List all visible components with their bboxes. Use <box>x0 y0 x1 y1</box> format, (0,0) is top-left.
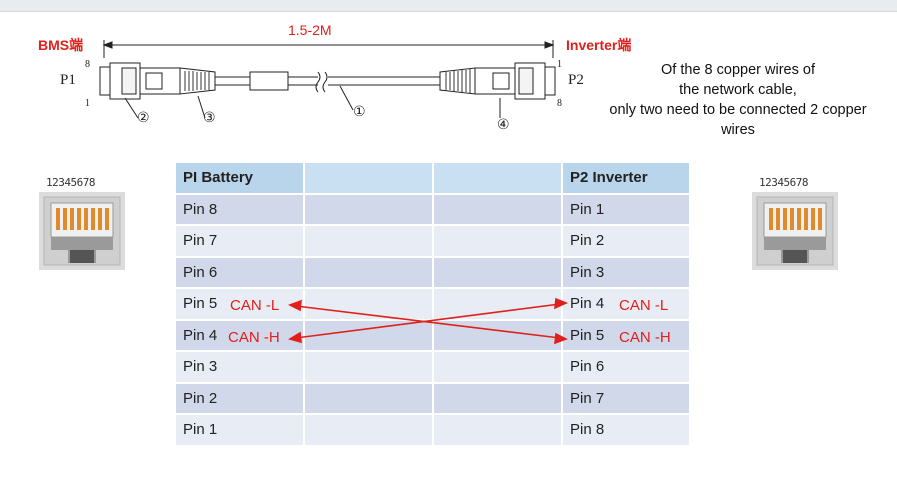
blank-cell <box>434 320 563 352</box>
blank-cell <box>305 257 434 289</box>
cable-diagram <box>99 40 556 119</box>
header-blank-2 <box>434 163 563 195</box>
right-pin-top: 1 <box>557 59 562 70</box>
p2-pin-cell: Pin 6 <box>563 352 691 384</box>
blank-cell <box>434 194 563 226</box>
window-top-bar <box>0 0 897 12</box>
p1-pin-cell: Pin 4 <box>176 320 305 352</box>
blank-cell <box>305 226 434 258</box>
pin-mapping-table: PI Battery P2 Inverter Pin 8 Pin 1 Pin 7… <box>176 163 691 447</box>
p2-pin-cell: Pin 2 <box>563 226 691 258</box>
blank-cell <box>305 194 434 226</box>
table-header-row: PI Battery P2 Inverter <box>176 163 691 195</box>
p1-pin-cell: Pin 1 <box>176 415 305 447</box>
blank-cell <box>305 352 434 384</box>
note-line-2: the network cable, <box>679 82 797 98</box>
callout-1: ① <box>353 104 366 120</box>
table-row: Pin 7 Pin 2 <box>176 226 691 258</box>
header-battery: PI Battery <box>176 163 305 195</box>
header-inverter: P2 Inverter <box>563 163 691 195</box>
inverter-end-label: Inverter端 <box>566 37 632 53</box>
blank-cell <box>434 226 563 258</box>
left-pin-top: 8 <box>85 59 90 70</box>
blank-cell <box>434 352 563 384</box>
p1-pin-cell: Pin 7 <box>176 226 305 258</box>
callout-4: ④ <box>497 117 510 133</box>
cable-body <box>215 71 440 93</box>
right-can-low-label: CAN -L <box>619 297 669 314</box>
p1-pin-cell: Pin 2 <box>176 383 305 415</box>
left-rj45-jack-icon <box>39 192 125 270</box>
right-can-high-label: CAN -H <box>619 329 671 346</box>
right-jack-pin-numbers: 12345678 <box>759 176 808 189</box>
right-connector <box>439 62 556 100</box>
table-row: Pin 3 Pin 6 <box>176 352 691 384</box>
p2-label: P2 <box>568 72 584 88</box>
p2-pin-cell: Pin 8 <box>563 415 691 447</box>
note-line-3: only two need to be connected 2 copper <box>609 102 867 118</box>
left-connector <box>99 62 216 100</box>
blank-cell <box>434 289 563 321</box>
wiring-note: Of the 8 copper wires of the network cab… <box>580 60 896 140</box>
header-blank-1 <box>305 163 434 195</box>
callout-3: ③ <box>203 110 216 126</box>
p2-pin-cell: Pin 1 <box>563 194 691 226</box>
left-can-low-label: CAN -L <box>230 297 280 314</box>
callout-leaders <box>124 85 501 119</box>
right-rj45-jack-icon <box>752 192 838 270</box>
table-row: Pin 2 Pin 7 <box>176 383 691 415</box>
p2-pin-cell: Pin 7 <box>563 383 691 415</box>
p2-pin-cell: Pin 3 <box>563 257 691 289</box>
left-pin-bottom: 1 <box>85 98 90 109</box>
blank-cell <box>305 320 434 352</box>
bms-end-label: BMS端 <box>38 37 84 53</box>
cable-length-label: 1.5-2M <box>288 22 332 38</box>
table-row: Pin 8 Pin 1 <box>176 194 691 226</box>
left-jack-pin-numbers: 12345678 <box>46 176 95 189</box>
p1-pin-cell: Pin 3 <box>176 352 305 384</box>
right-pin-bottom: 8 <box>557 98 562 109</box>
note-line-1: Of the 8 copper wires of <box>661 62 815 78</box>
note-line-4: wires <box>721 122 755 138</box>
blank-cell <box>434 383 563 415</box>
blank-cell <box>434 415 563 447</box>
p1-pin-cell: Pin 8 <box>176 194 305 226</box>
p1-pin-cell: Pin 5 <box>176 289 305 321</box>
blank-cell <box>434 257 563 289</box>
p1-pin-cell: Pin 6 <box>176 257 305 289</box>
p1-label: P1 <box>60 72 76 88</box>
blank-cell <box>305 383 434 415</box>
dimension-line <box>102 40 555 58</box>
table-row: Pin 6 Pin 3 <box>176 257 691 289</box>
left-can-high-label: CAN -H <box>228 329 280 346</box>
callout-2: ② <box>137 110 150 126</box>
blank-cell <box>305 415 434 447</box>
blank-cell <box>305 289 434 321</box>
p2-pin-cell: Pin 5 <box>563 320 691 352</box>
table-row: Pin 1 Pin 8 <box>176 415 691 447</box>
p2-pin-cell: Pin 4 <box>563 289 691 321</box>
